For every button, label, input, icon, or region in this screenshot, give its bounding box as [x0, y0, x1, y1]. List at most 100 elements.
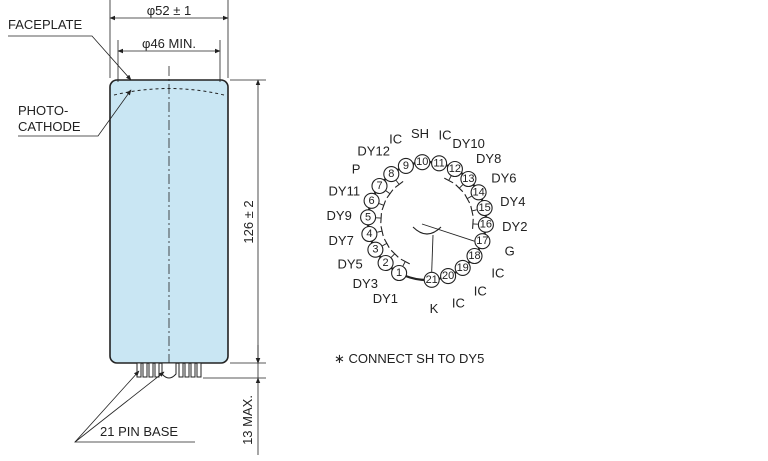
electrode-plate — [381, 200, 387, 211]
pin-number: 19 — [457, 262, 469, 274]
pin-number: 15 — [478, 202, 490, 214]
electrode-plate — [390, 249, 399, 258]
connect-note: ∗ CONNECT SH TO DY5 — [334, 351, 484, 366]
pin-number: 14 — [472, 186, 484, 198]
pin-17: 17G — [421, 223, 515, 259]
pin-number: 21 — [426, 274, 438, 286]
pin-number: 5 — [365, 211, 371, 223]
pin-6: 6 DY11 — [329, 183, 387, 211]
pin-9: 9 IC — [389, 131, 414, 174]
electrode-plate — [380, 226, 384, 237]
pin-label: DY9 — [327, 208, 352, 223]
pin-15: 15 DY4 — [470, 194, 525, 217]
electrode-plate — [400, 258, 410, 265]
pin-label: DY12 — [357, 144, 390, 159]
pin-4: 4 DY7 — [329, 225, 384, 248]
electrode-plate — [383, 238, 390, 248]
pin-label: SH — [411, 126, 429, 141]
pin-number: 10 — [416, 156, 428, 168]
pin-16: 16 DY2 — [472, 216, 527, 234]
pin-number: 1 — [396, 267, 402, 279]
pin-number: 7 — [376, 180, 382, 192]
electrode-lead — [402, 261, 406, 267]
pin-label: DY11 — [329, 183, 361, 198]
electrode-lead — [390, 253, 396, 258]
pin-number: 16 — [480, 219, 492, 231]
pin-8: 8 DY12 — [357, 144, 404, 188]
pin-label: DY3 — [353, 276, 378, 291]
electrode-plate — [444, 177, 454, 184]
pin-number: 12 — [449, 163, 461, 175]
electrode-lead — [382, 243, 388, 247]
pin-label: K — [430, 301, 439, 316]
electrode-lead — [458, 184, 464, 189]
electrode-lead — [471, 209, 477, 212]
electrode-lead — [385, 190, 391, 195]
pin-label: P — [352, 161, 361, 176]
dim-inner-text: φ46 MIN. — [142, 36, 196, 51]
pin-12: 12 DY10 — [444, 136, 485, 184]
base-pins — [136, 362, 202, 379]
dim-base-text: 13 MAX. — [240, 395, 255, 445]
dim-outer-text: φ52 ± 1 — [147, 3, 191, 18]
pin-7: 7P — [352, 161, 394, 199]
photocathode-label-1: PHOTO- — [18, 103, 68, 118]
pin-label: DY2 — [502, 219, 527, 234]
pin-number: 18 — [468, 250, 480, 262]
pin-label: IC — [452, 296, 465, 311]
electrode-plate — [455, 184, 464, 193]
grid-lead — [421, 223, 475, 242]
pin-10: 10 SH — [411, 126, 431, 171]
electrode-lead — [395, 180, 400, 185]
electrode-lead — [378, 203, 384, 206]
pin-number: 6 — [369, 195, 375, 207]
pin-number: 13 — [462, 173, 474, 185]
dim-length-text: 126 ± 2 — [241, 200, 256, 243]
electrode-plate — [380, 213, 382, 224]
pin-5: 5 DY9 — [327, 208, 382, 226]
pin-number: 20 — [442, 270, 454, 282]
pin-label: DY5 — [337, 256, 362, 271]
pin-base-label: 21 PIN BASE — [100, 424, 178, 439]
pin-label: DY8 — [476, 151, 501, 166]
electrode-lead — [466, 195, 472, 199]
pin-label: DY6 — [491, 171, 516, 186]
electrode-lead — [448, 175, 452, 181]
electrode-plate — [464, 194, 471, 204]
pin-11: 11 IC — [431, 127, 452, 172]
pin-number: 4 — [366, 228, 372, 240]
cathode-symbol — [412, 226, 442, 235]
electrode-plate — [472, 218, 474, 229]
pin-label: IC — [389, 131, 402, 146]
electrode-plate — [394, 180, 404, 188]
pin-number: 3 — [372, 244, 378, 256]
pin-number: 2 — [383, 257, 389, 269]
pin-number: 8 — [388, 168, 394, 180]
pin-label: DY1 — [373, 291, 398, 306]
pin-label: DY10 — [452, 136, 485, 151]
electrode-plate — [470, 205, 474, 216]
pin-label: G — [505, 244, 515, 259]
pin-14: 14 DY6 — [464, 171, 517, 204]
pin-label: IC — [491, 266, 504, 281]
pin-label: IC — [439, 127, 452, 142]
cathode-lead — [431, 234, 434, 272]
pin-label: IC — [474, 284, 487, 299]
pin-number: 11 — [433, 157, 444, 169]
pin-label: DY4 — [500, 194, 525, 209]
pin-21: 21K — [412, 226, 442, 316]
photocathode-label-2: CATHODE — [18, 119, 81, 134]
pin-number: 17 — [476, 235, 488, 247]
pin-label: DY7 — [329, 233, 354, 248]
electrode-plate — [386, 189, 394, 199]
pin-number: 9 — [403, 160, 409, 172]
